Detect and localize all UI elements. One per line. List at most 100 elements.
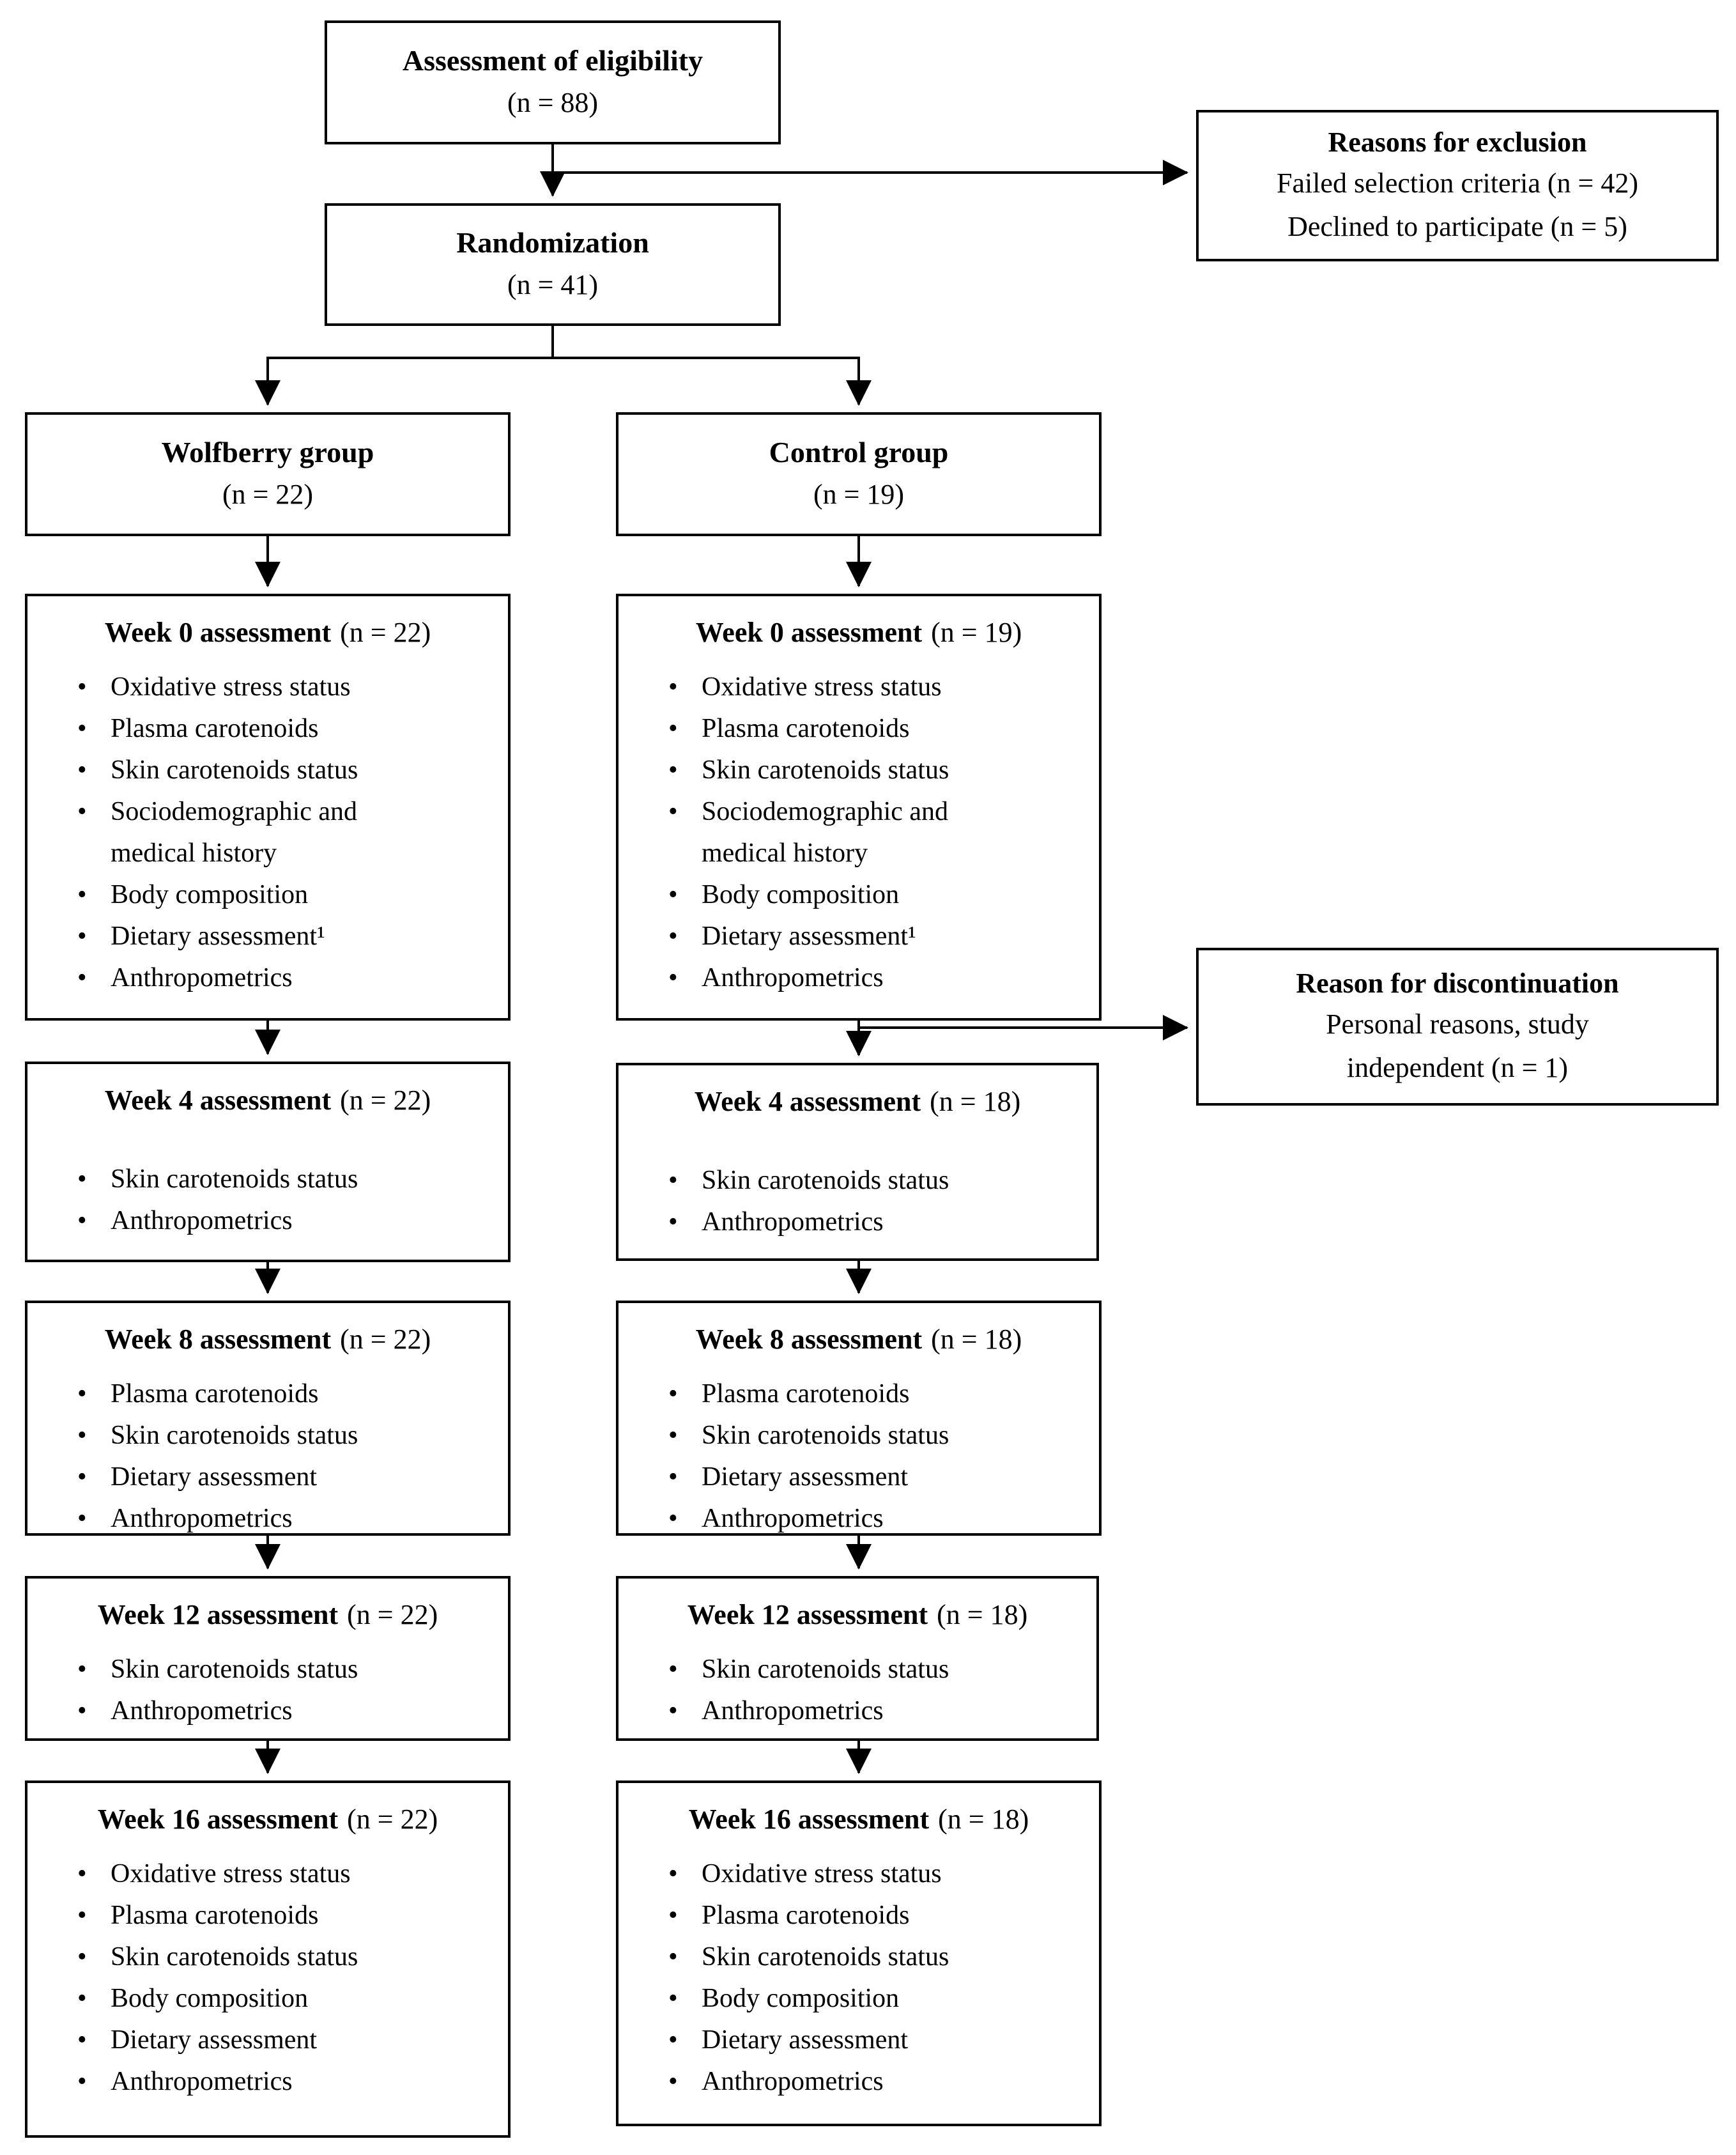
assessment-item: Dietary assessment (643, 1456, 1081, 1498)
assessment-item: Oxidative stress status (52, 1853, 490, 1895)
week-title-n: (n = 22) (347, 1599, 438, 1630)
assessment-item: Skin carotenoids status (643, 1415, 1081, 1456)
assessment-item: Skin carotenoids status (52, 1415, 490, 1456)
week-box-title: Week 0 assessment(n = 19) (618, 613, 1099, 653)
assessment-list: Skin carotenoids statusAnthropometrics (643, 1160, 1079, 1243)
week-title-n: (n = 18) (930, 1086, 1021, 1117)
assessment-item: Skin carotenoids status (52, 1936, 490, 1978)
eligibility-n: (n = 88) (507, 87, 599, 119)
assessment-item: Dietary assessment (52, 2020, 490, 2061)
assessment-item: Skin carotenoids status (643, 750, 1081, 791)
reason-for-discontinuation-box: Reason for discontinuation Personal reas… (1196, 948, 1719, 1106)
assessment-item: Skin carotenoids status (52, 1649, 490, 1690)
wolfberry-group-title: Wolfberry group (161, 435, 374, 468)
assessment-item: Plasma carotenoids (52, 1373, 490, 1415)
wolfberry-week-8-box: Week 8 assessment (n = 22) Plasma caroten… (25, 1301, 511, 1540)
assessment-item: Anthropometrics (643, 2061, 1081, 2103)
assessment-item: Anthropometrics (643, 1201, 1079, 1243)
control-group-title: Control group (769, 435, 949, 468)
week-box-title: Week 12 assessment (n = 22) (27, 1595, 508, 1635)
assessment-item: Anthropometrics (643, 957, 1081, 999)
exclusion-title: Reasons for exclusion (1328, 126, 1587, 158)
wolfberry-week-0-box: Week 0 assessment (n = 22) Oxidative stre… (25, 594, 511, 1021)
assessment-item: Plasma carotenoids (643, 1373, 1081, 1415)
assessment-item: Skin carotenoids status (52, 750, 490, 791)
week-title-text: Week 8 assessment (695, 1324, 923, 1355)
eligibility-title: Assessment of eligibility (402, 43, 703, 77)
reasons-for-exclusion-box: Reasons for exclusion Failed selection c… (1196, 110, 1719, 261)
assessment-list: Skin carotenoids statusAnthropometrics (52, 1649, 490, 1732)
wolfberry-week-4-box: Week 4 assessment (n = 22) Skin carotenoi… (25, 1062, 511, 1262)
assessment-item: Plasma carotenoids (643, 1895, 1081, 1936)
week-title-text: Week 16 assessment (688, 1804, 930, 1835)
discontinuation-title: Reason for discontinuation (1296, 967, 1619, 999)
wolfberry-week-16-box: Week 16 assessment (n = 22) Oxidative str… (25, 1780, 511, 2138)
assessment-item: Plasma carotenoids (643, 708, 1081, 750)
wolfberry-week-12-box: Week 12 assessment (n = 22) Skin caroteno… (25, 1576, 511, 1741)
randomization-title: Randomization (456, 226, 649, 259)
assessment-item: Dietary assessment (52, 1456, 490, 1498)
discontinuation-reason: independent (n = 1) (1346, 1052, 1569, 1084)
assessment-item: Oxidative stress status (643, 1853, 1081, 1895)
week-box-title: Week 16 assessment (n = 22) (27, 1800, 508, 1839)
week-title-n: (n = 22) (340, 1085, 431, 1116)
week-title-n: (n = 22) (340, 617, 431, 648)
assessment-item: Anthropometrics (52, 1690, 490, 1732)
assessment-list: Plasma carotenoidsSkin carotenoids statu… (643, 1373, 1081, 1540)
week-box-title: Week 4 assessment (n = 22) (27, 1081, 508, 1120)
assessment-item: Dietary assessment¹ (643, 916, 1081, 957)
control-week-0-box: Week 0 assessment(n = 19) Oxidative stre… (616, 594, 1102, 1021)
assessment-item: Dietary assessment (643, 2020, 1081, 2061)
assessment-item: Anthropometrics (52, 1498, 490, 1540)
week-title-text: Week 12 assessment (687, 1599, 928, 1630)
week-box-title: Week 8 assessment (n = 22) (27, 1320, 508, 1359)
week-title-n: (n = 19) (931, 617, 1022, 648)
assessment-of-eligibility-box: Assessment of eligibility (n = 88) (325, 20, 781, 144)
assessment-list: Oxidative stress statusPlasma carotenoid… (643, 667, 1081, 999)
control-group-n: (n = 19) (813, 479, 905, 511)
assessment-item: Sociodemographic and medical history (52, 791, 490, 874)
assessment-item: Skin carotenoids status (643, 1160, 1079, 1201)
assessment-item: Body composition (52, 874, 490, 916)
control-group-box: Control group (n = 19) (616, 412, 1102, 536)
assessment-item: Oxidative stress status (52, 667, 490, 708)
assessment-item: Plasma carotenoids (52, 708, 490, 750)
assessment-item: Skin carotenoids status (643, 1649, 1079, 1690)
week-title-n: (n = 18) (938, 1804, 1029, 1835)
week-title-text: Week 4 assessment (694, 1086, 921, 1117)
control-week-16-box: Week 16 assessment (n = 18) Oxidative str… (616, 1780, 1102, 2126)
randomization-n: (n = 41) (507, 269, 599, 301)
week-title-text: Week 4 assessment (104, 1085, 332, 1116)
wolfberry-group-n: (n = 22) (222, 479, 314, 511)
exclusion-reason: Declined to participate (n = 5) (1287, 211, 1627, 243)
control-week-12-box: Week 12 assessment(n = 18) Skin caroteno… (616, 1576, 1099, 1741)
week-box-title: Week 0 assessment (n = 22) (27, 613, 508, 653)
week-title-text: Week 0 assessment (104, 617, 332, 648)
assessment-item: Anthropometrics (52, 1200, 490, 1242)
assessment-item: Body composition (643, 874, 1081, 916)
assessment-item: Sociodemographic and medical history (643, 791, 1081, 874)
assessment-item: Skin carotenoids status (52, 1159, 490, 1200)
week-box-title: Week 12 assessment(n = 18) (618, 1595, 1096, 1635)
week-title-n: (n = 22) (347, 1804, 438, 1835)
assessment-item: Anthropometrics (643, 1690, 1079, 1732)
assessment-item: Dietary assessment¹ (52, 916, 490, 957)
assessment-item: Plasma carotenoids (52, 1895, 490, 1936)
discontinuation-reason: Personal reasons, study (1326, 1008, 1589, 1040)
assessment-item: Anthropometrics (643, 1498, 1081, 1540)
assessment-item: Body composition (52, 1978, 490, 2020)
week-box-title: Week 16 assessment (n = 18) (618, 1800, 1099, 1839)
assessment-item: Anthropometrics (52, 957, 490, 999)
assessment-list: Skin carotenoids statusAnthropometrics (52, 1159, 490, 1242)
assessment-list: Skin carotenoids statusAnthropometrics (643, 1649, 1079, 1732)
assessment-list: Oxidative stress statusPlasma carotenoid… (643, 1853, 1081, 2103)
control-week-8-box: Week 8 assessment(n = 18) Plasma caroten… (616, 1301, 1102, 1540)
assessment-item: Skin carotenoids status (643, 1936, 1081, 1978)
assessment-list: Oxidative stress statusPlasma carotenoid… (52, 1853, 490, 2103)
week-title-n: (n = 22) (340, 1324, 431, 1355)
week-title-text: Week 16 assessment (97, 1804, 339, 1835)
week-box-title: Week 4 assessment (n = 18) (618, 1082, 1096, 1122)
week-box-title: Week 8 assessment(n = 18) (618, 1320, 1099, 1359)
week-title-text: Week 8 assessment (104, 1324, 332, 1355)
week-title-text: Week 12 assessment (97, 1599, 339, 1630)
